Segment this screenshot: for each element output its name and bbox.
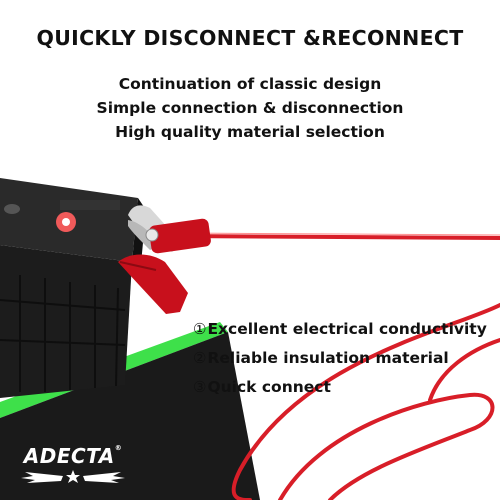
feature-3: ③Quick connect [193,378,331,396]
wire-highlight [174,232,500,236]
star-wings-icon [21,470,125,483]
feature-text-3: Quick connect [207,378,331,396]
feature-1: ①Excellent electrical conductivity [193,320,487,338]
subheading-2: Simple connection & disconnection [96,99,404,117]
headline: QUICKLY DISCONNECT &RECONNECT [36,26,464,50]
subheading-3: High quality material selection [115,123,385,141]
red-wire [173,234,500,500]
subheading-list: Continuation of classic design Simple co… [0,72,500,144]
feature-text-2: Reliable insulation material [207,349,449,367]
dark-corner [0,332,260,500]
feature-number-3: ③ [193,378,207,396]
subheading-1: Continuation of classic design [118,75,382,93]
feature-2: ②Reliable insulation material [193,349,449,367]
alligator-clip [56,205,211,314]
brand-logo: ADECTA® [14,444,132,468]
brand-name: ADECTA [23,444,115,468]
feature-number-2: ② [193,349,207,367]
battery-illustration [0,178,146,398]
feature-text-1: Excellent electrical conductivity [207,320,487,338]
registered-mark: ® [114,444,123,452]
feature-number-1: ① [193,320,207,338]
clip-rivet [145,228,159,242]
